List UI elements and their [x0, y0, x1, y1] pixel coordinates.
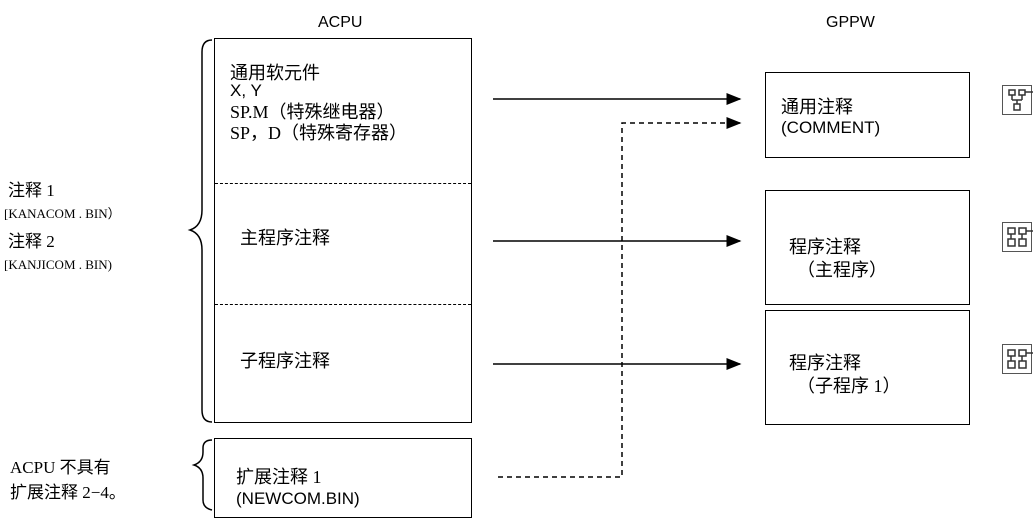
gppw-main-program-title: 程序注释 [789, 237, 861, 257]
ext-brace [191, 439, 213, 511]
gppw-sub-program-box [765, 310, 970, 425]
gppw-sub-program-sub: （子程序 1） [797, 376, 901, 396]
gppw-common-comment-title: 通用注释 [781, 97, 853, 117]
special-relay-label: SP.M（特殊继电器） [230, 102, 395, 122]
gppw-common-comment-box [765, 72, 970, 158]
common-device-label: 通用软元件 [230, 63, 320, 83]
gppw-main-program-box [765, 190, 970, 305]
gppw-sub-program-title: 程序注释 [789, 353, 861, 373]
extension-comment-label: 扩展注释 1 [236, 467, 322, 487]
special-register-label: SP，D（特殊寄存器） [230, 123, 408, 143]
comment1-file-label: [KANACOM . BIN） [4, 206, 121, 221]
acpu-brace [187, 39, 213, 423]
xy-label: X, Y [230, 81, 262, 100]
no-extension-note-line1: ACPU 不具有 [10, 458, 111, 477]
extension-file-label: (NEWCOM.BIN) [236, 489, 360, 508]
main-program-comment-label: 主程序注释 [240, 228, 330, 248]
gppw-main-program-sub: （主程序） [797, 260, 887, 280]
arrow-ext-comment [498, 117, 742, 478]
comment1-label: 注释 1 [8, 181, 55, 200]
extension-comment-box [214, 438, 472, 518]
comment2-label: 注释 2 [8, 232, 55, 251]
no-extension-note-line2: 扩展注释 2−4。 [10, 483, 126, 502]
tree-icon[interactable] [1002, 85, 1033, 115]
acpu-comment-box [214, 38, 472, 423]
program-icon[interactable] [1002, 344, 1033, 374]
gppw-common-comment-file: (COMMENT) [781, 118, 881, 137]
program-icon[interactable] [1002, 222, 1033, 252]
sub-program-comment-label: 子程序注释 [240, 351, 330, 371]
comment2-file-label: [KANJICOM . BIN) [4, 257, 112, 272]
gppw-header: GPPW [826, 14, 875, 31]
acpu-header: ACPU [318, 14, 363, 31]
